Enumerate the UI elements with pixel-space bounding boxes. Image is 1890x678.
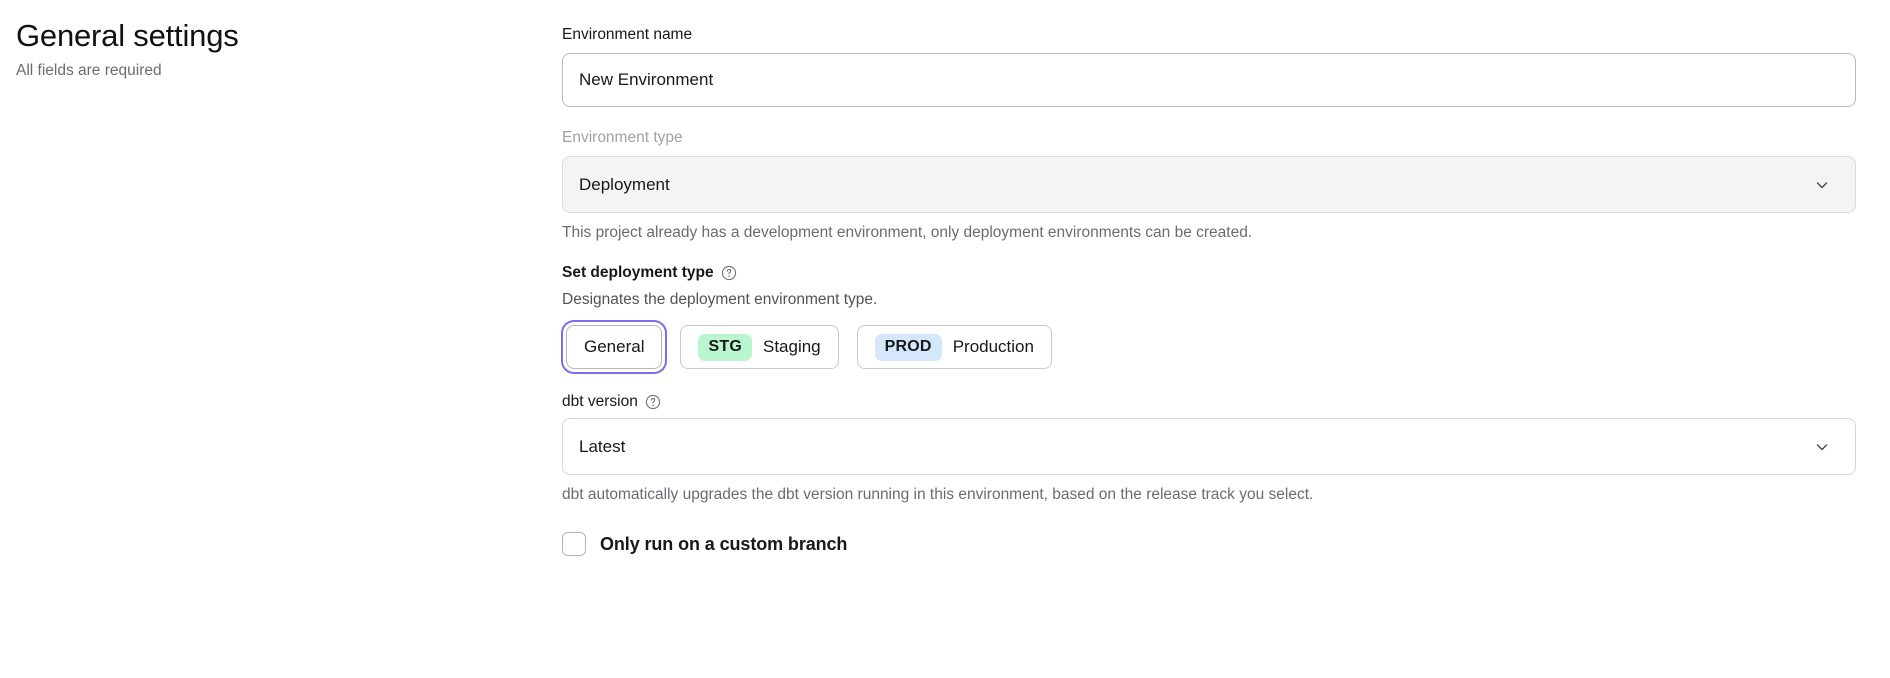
chevron-down-icon [1815, 440, 1829, 454]
environment-type-field-group: Environment type Deployment This project… [562, 127, 1856, 244]
custom-branch-label[interactable]: Only run on a custom branch [600, 533, 848, 554]
dbt-version-label: dbt version [562, 393, 638, 410]
deployment-type-label-row: Set deployment type [562, 262, 1856, 284]
deployment-type-option-general-wrap: General [562, 321, 666, 373]
deployment-type-field-group: Set deployment type Designates the deplo… [562, 262, 1856, 373]
deployment-type-option-production[interactable]: PROD Production [856, 325, 1052, 369]
settings-header: General settings All fields are required [16, 16, 536, 82]
dbt-version-select[interactable]: Latest [562, 418, 1856, 475]
environment-type-select[interactable]: Deployment [562, 156, 1856, 213]
deployment-type-option-general-label: General [584, 337, 645, 356]
environment-name-label: Environment name [562, 26, 693, 43]
deployment-type-option-production-wrap: PROD Production [853, 321, 1056, 373]
deployment-type-description: Designates the deployment environment ty… [562, 291, 878, 308]
environment-name-field-group: Environment name [562, 24, 1856, 107]
deployment-type-option-staging-wrap: STG Staging [676, 321, 842, 373]
dbt-version-field-group: dbt version Latest dbt automatica [562, 391, 1856, 506]
deployment-type-option-general[interactable]: General [566, 325, 663, 369]
page-title: General settings [16, 18, 239, 53]
custom-branch-row[interactable]: Only run on a custom branch [562, 532, 1856, 556]
page-subtitle: All fields are required [16, 62, 162, 79]
deployment-type-option-staging-label: Staging [762, 337, 821, 356]
environment-type-value: Deployment [579, 174, 670, 194]
question-circle-icon[interactable] [645, 394, 661, 410]
deployment-type-options: General STG Staging PROD Production [562, 321, 1856, 373]
question-circle-icon[interactable] [721, 265, 737, 281]
environment-type-label: Environment type [562, 129, 683, 146]
environment-form: Environment name Environment type Deploy… [562, 24, 1856, 556]
deployment-type-option-staging[interactable]: STG Staging [680, 325, 839, 369]
environment-name-input[interactable] [562, 53, 1856, 107]
dbt-version-helper-text: dbt automatically upgrades the dbt versi… [562, 486, 1314, 503]
chevron-down-icon [1815, 178, 1829, 192]
custom-branch-checkbox[interactable] [562, 532, 586, 556]
deployment-type-option-production-label: Production [952, 337, 1034, 356]
dbt-version-label-row: dbt version [562, 391, 1856, 413]
environment-type-helper-text: This project already has a development e… [562, 224, 1253, 241]
production-badge: PROD [874, 333, 942, 361]
deployment-type-label: Set deployment type [562, 264, 714, 281]
dbt-version-value: Latest [579, 436, 626, 456]
staging-badge: STG [698, 333, 752, 361]
